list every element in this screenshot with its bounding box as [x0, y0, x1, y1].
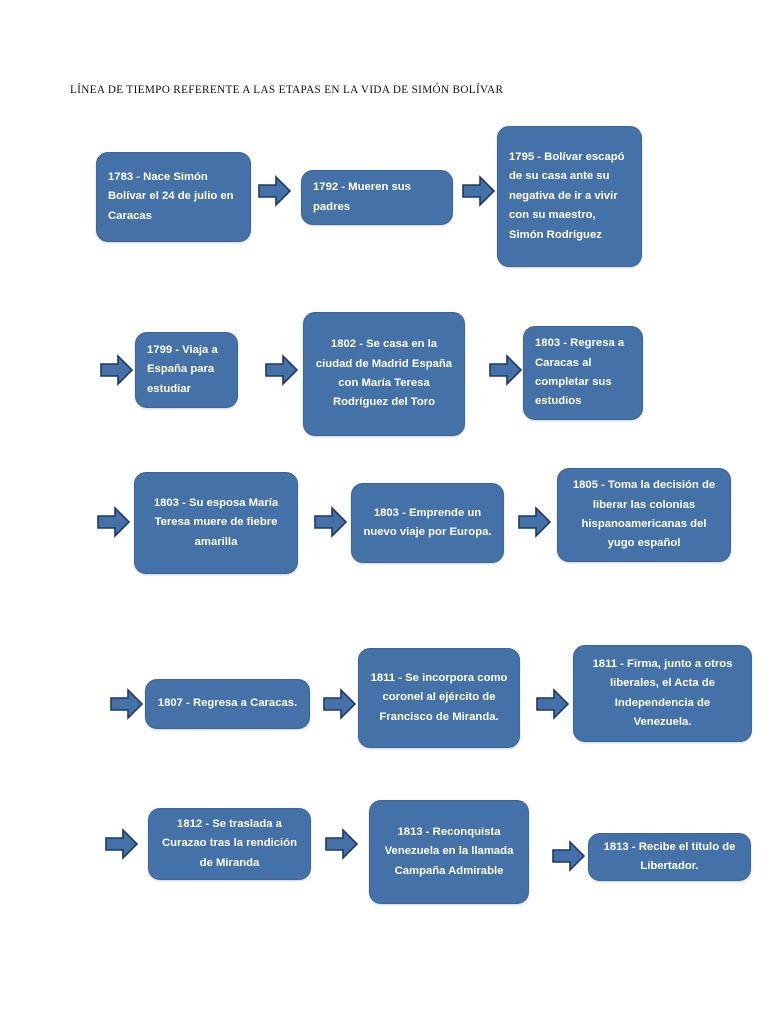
timeline-node-text: 1805 - Toma la decisión de liberar las c…	[572, 479, 716, 550]
arrow-right-icon	[489, 354, 522, 386]
arrow-right-icon	[536, 688, 569, 720]
timeline-node-text: 1811 - Firma, junto a otros liberales, e…	[592, 657, 733, 728]
timeline-node-1813-reconquista[interactable]: 1813 - Reconquista Venezuela en la llama…	[369, 800, 529, 904]
timeline-node-text: 1803 - Regresa a Caracas al completar su…	[535, 337, 625, 408]
arrow-right-icon	[258, 175, 291, 207]
timeline-node-1799[interactable]: 1799 - Viaja a España para estudiar	[135, 332, 238, 408]
timeline-node-1783[interactable]: 1783 - Nace Simón Bolívar el 24 de julio…	[96, 152, 251, 242]
timeline-node-text: 1813 - Recibe el título de Libertador.	[603, 840, 736, 872]
timeline-node-text: 1811 - Se incorpora como coronel al ejér…	[370, 671, 508, 723]
arrow-right-icon	[462, 175, 495, 207]
timeline-node-text: 1807 - Regresa a Caracas.	[157, 697, 298, 710]
arrow-right-icon	[100, 354, 133, 386]
arrow-right-icon	[325, 828, 358, 860]
timeline-node-1795[interactable]: 1795 - Bolívar escapó de su casa ante su…	[497, 126, 642, 267]
arrow-right-icon	[552, 840, 585, 872]
timeline-node-1805[interactable]: 1805 - Toma la decisión de liberar las c…	[557, 468, 731, 562]
timeline-node-1812[interactable]: 1812 - Se traslada a Curazao tras la ren…	[148, 808, 311, 880]
timeline-node-1807[interactable]: 1807 - Regresa a Caracas.	[145, 679, 310, 729]
timeline-node-text: 1802 - Se casa en la ciudad de Madrid Es…	[315, 338, 453, 409]
arrow-right-icon	[105, 828, 138, 860]
page-title: LÍNEA DE TIEMPO REFERENTE A LAS ETAPAS E…	[70, 84, 504, 96]
timeline-node-text: 1795 - Bolívar escapó de su casa ante su…	[509, 150, 625, 241]
timeline-node-1803-regresa[interactable]: 1803 - Regresa a Caracas al completar su…	[523, 326, 643, 420]
timeline-node-text: 1799 - Viaja a España para estudiar	[147, 343, 218, 395]
timeline-node-text: 1803 - Emprende un nuevo viaje por Europ…	[363, 506, 492, 538]
arrow-right-icon	[97, 506, 130, 538]
timeline-node-text: 1803 - Su esposa María Teresa muere de f…	[153, 496, 279, 548]
timeline-node-text: 1813 - Reconquista Venezuela en la llama…	[384, 825, 514, 877]
timeline-node-1803-esposa[interactable]: 1803 - Su esposa María Teresa muere de f…	[134, 472, 298, 574]
timeline-node-1811-coronel[interactable]: 1811 - Se incorpora como coronel al ejér…	[358, 648, 520, 748]
arrow-right-icon	[314, 506, 347, 538]
timeline-node-text: 1783 - Nace Simón Bolívar el 24 de julio…	[108, 170, 234, 222]
timeline-node-1802[interactable]: 1802 - Se casa en la ciudad de Madrid Es…	[303, 312, 465, 436]
arrow-right-icon	[518, 506, 551, 538]
timeline-node-1803-viaje[interactable]: 1803 - Emprende un nuevo viaje por Europ…	[351, 483, 504, 563]
arrow-right-icon	[323, 688, 356, 720]
arrow-right-icon	[265, 354, 298, 386]
timeline-node-text: 1812 - Se traslada a Curazao tras la ren…	[162, 817, 297, 869]
timeline-node-1792[interactable]: 1792 - Mueren sus padres	[301, 170, 453, 225]
timeline-node-1811-firma[interactable]: 1811 - Firma, junto a otros liberales, e…	[573, 645, 752, 742]
timeline-node-text: 1792 - Mueren sus padres	[313, 181, 411, 213]
arrow-right-icon	[110, 688, 143, 720]
timeline-node-1813-libertador[interactable]: 1813 - Recibe el título de Libertador.	[588, 833, 751, 881]
